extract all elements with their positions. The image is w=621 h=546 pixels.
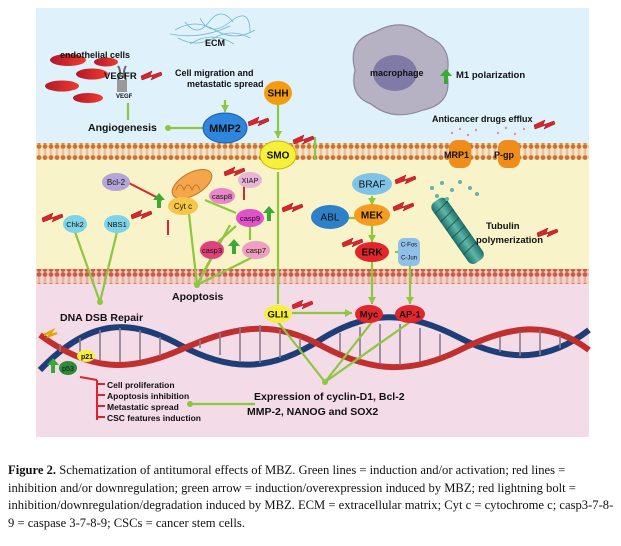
mek-label: MEK	[361, 211, 384, 222]
casp7-label: casp7	[246, 246, 266, 255]
vegfr-receptor	[117, 65, 127, 92]
outcome-2: Apoptosis inhibition	[107, 391, 189, 401]
erk-node	[355, 242, 389, 262]
mrp1-node	[449, 140, 471, 168]
nucleus	[36, 282, 589, 437]
caption-figure-label: Figure 2.	[8, 463, 57, 477]
p53-node	[59, 361, 77, 375]
xiap-label: XIAP	[241, 176, 258, 185]
casp9-label: casp9	[240, 214, 260, 223]
ecm-fibers	[169, 13, 256, 45]
bcl2-label: Bcl-2	[107, 178, 126, 187]
pgp-label: P-gp	[494, 150, 514, 160]
endothelial-cells	[45, 54, 118, 103]
chk2-node	[63, 215, 87, 233]
tubulin-label-2: polymerization	[476, 235, 543, 246]
casp7-node	[242, 241, 270, 259]
outcome-1: Cell proliferation	[107, 380, 175, 390]
pgp-node	[498, 140, 520, 168]
mmp2-label: MMP2	[209, 123, 241, 135]
cytc-node	[168, 197, 198, 215]
xiap-node	[238, 172, 262, 188]
apoptosis-label: Apoptosis	[172, 291, 223, 303]
dna-repair-label: DNA DSB Repair	[60, 312, 143, 324]
p53-label: p53	[62, 366, 74, 373]
endothelial-label: endothelial cells	[60, 50, 130, 60]
vegfr-label: VEGFR	[104, 71, 137, 82]
myc-label: Myc	[360, 310, 378, 321]
ap1-node	[395, 305, 425, 323]
casp8-node	[209, 188, 235, 204]
outcome-3: Metastatic spread	[107, 402, 179, 412]
mitochondrion	[171, 168, 213, 200]
expression-line-2: MMP-2, NANOG and SOX2	[247, 406, 378, 418]
smo-node	[259, 140, 297, 170]
cjun-label: C-Jun	[401, 256, 417, 262]
abl-node	[311, 205, 349, 229]
myc-node	[355, 305, 383, 323]
activation-arrowheads	[97, 105, 414, 407]
figure-caption: Figure 2. Schematization of antitumoral …	[8, 462, 614, 532]
smo-label: SMO	[267, 151, 290, 162]
tubulin-label-1: Tubulin	[486, 221, 520, 232]
chk2-label: Chk2	[66, 220, 84, 229]
shh-node	[264, 81, 292, 105]
abl-label: ABL	[321, 213, 340, 224]
cytc-label: Cyt c	[174, 202, 192, 211]
tubulin-helix	[430, 180, 484, 264]
casp8-label: casp8	[212, 192, 232, 201]
ecm-label: ECM	[205, 38, 225, 48]
macrophage-label: macrophage	[370, 68, 424, 78]
mrp1-label: MRP1	[444, 150, 469, 160]
nbs1-label: NBS1	[107, 220, 127, 229]
caption-text: Schematization of antitumoral effects of…	[8, 463, 614, 530]
nuclear-membrane	[36, 269, 589, 284]
p21-node	[77, 350, 95, 362]
activation-lines	[73, 100, 412, 406]
gli1-node	[264, 305, 292, 323]
vegf-label: VEGF	[116, 94, 133, 100]
ap1-label: AP-1	[399, 310, 421, 321]
casp9-node	[236, 209, 264, 227]
bcl2-node	[102, 173, 130, 191]
mek-node	[354, 204, 390, 226]
braf-node	[352, 173, 392, 195]
gli1-label: GLI1	[267, 310, 289, 321]
p21-label: p21	[81, 354, 93, 361]
mmp2-node	[202, 112, 248, 144]
efflux-label: Anticancer drugs efflux	[432, 114, 533, 124]
efflux-particles	[450, 126, 526, 137]
casp3-label: casp3	[202, 246, 222, 255]
casp3-node	[200, 241, 224, 259]
erk-label: ERK	[361, 248, 383, 259]
m1-label: M1 polarization	[456, 70, 525, 81]
nbs1-node	[104, 215, 130, 233]
braf-label: BRAF	[359, 180, 386, 191]
outcome-4: CSC features induction	[107, 413, 201, 423]
extracellular-space	[36, 8, 589, 143]
expression-line-1: Expression of cyclin-D1, Bcl-2	[254, 391, 405, 403]
shh-label: SHH	[267, 89, 288, 100]
cfos-label: C-Fos	[401, 243, 417, 249]
macrophage-cell	[352, 24, 449, 116]
cfos-cjun-node	[398, 238, 420, 266]
angiogenesis-label: Angiogenesis	[88, 122, 157, 134]
dna-break-marker	[43, 327, 58, 339]
